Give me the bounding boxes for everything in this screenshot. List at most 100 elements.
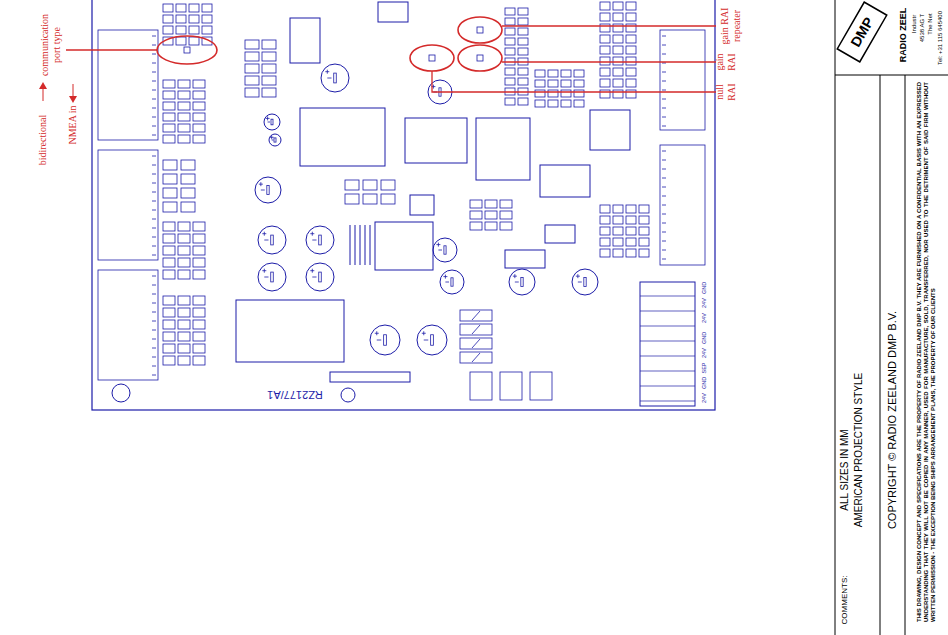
smd-component bbox=[613, 238, 623, 246]
smd-component bbox=[193, 234, 205, 243]
power-component bbox=[500, 372, 522, 400]
title-note: AMERICAN PROJECTION STYLE bbox=[853, 373, 865, 527]
terminal-label: GND bbox=[701, 282, 707, 294]
smd-component bbox=[485, 200, 497, 208]
smd-component bbox=[470, 222, 482, 230]
title-block-rule bbox=[835, 0, 836, 635]
board-logo bbox=[341, 388, 355, 402]
smd-component bbox=[178, 222, 190, 231]
electrolytic-capacitor bbox=[258, 263, 286, 291]
electrolytic-capacitor bbox=[306, 263, 334, 291]
smd-component bbox=[600, 46, 610, 54]
smd-component bbox=[178, 356, 190, 365]
smd-component bbox=[178, 270, 190, 279]
smd-component bbox=[163, 113, 175, 121]
smd-component bbox=[500, 211, 512, 219]
terminal-label: 24V bbox=[701, 298, 707, 308]
smd-component bbox=[518, 38, 528, 45]
smd-component bbox=[178, 320, 190, 329]
ic-package bbox=[545, 225, 575, 243]
smd-component bbox=[626, 238, 636, 246]
smd-component bbox=[518, 48, 528, 55]
connector-pin bbox=[662, 45, 666, 46]
edge-connector bbox=[98, 150, 158, 260]
smd-component bbox=[600, 13, 610, 21]
smd-component bbox=[178, 258, 190, 267]
smd-component bbox=[193, 80, 205, 88]
board-id: RZ2177/A1 bbox=[267, 389, 323, 402]
connector-pin bbox=[662, 81, 666, 82]
smd-component bbox=[262, 88, 276, 97]
diode-mark bbox=[472, 311, 480, 320]
smd-component bbox=[626, 227, 636, 235]
leader-line bbox=[502, 25, 716, 26]
electrolytic-capacitor bbox=[255, 177, 281, 203]
smd-component bbox=[163, 332, 175, 341]
smd-component bbox=[626, 57, 636, 65]
smd-component bbox=[163, 26, 173, 34]
smd-component bbox=[193, 102, 205, 110]
connector-pin bbox=[662, 54, 666, 55]
title-block-rule bbox=[880, 75, 881, 635]
connector-pin bbox=[662, 196, 666, 197]
connector-pin bbox=[662, 108, 666, 109]
electrolytic-capacitor bbox=[440, 270, 464, 294]
smd-component bbox=[626, 79, 636, 87]
smd-component bbox=[470, 200, 482, 208]
smd-component bbox=[262, 64, 276, 73]
smd-component bbox=[485, 222, 497, 230]
connector-pin bbox=[152, 108, 156, 109]
smd-component bbox=[626, 46, 636, 54]
marked-component bbox=[184, 47, 190, 53]
smd-component bbox=[193, 124, 205, 132]
smd-component bbox=[193, 246, 205, 255]
smd-component bbox=[178, 246, 190, 255]
connector-pin bbox=[152, 63, 156, 64]
company-phone: Tel: +31 115 645400 bbox=[937, 11, 944, 65]
connector-pin bbox=[662, 63, 666, 64]
connector-pin bbox=[152, 366, 156, 367]
smd-component bbox=[505, 78, 515, 85]
terminal-label: 24V bbox=[701, 393, 707, 403]
connector-pin bbox=[152, 99, 156, 100]
smd-component bbox=[626, 35, 636, 43]
smd-component bbox=[245, 88, 259, 97]
smd-component bbox=[193, 222, 205, 231]
smd-component bbox=[613, 13, 623, 21]
ic-package bbox=[590, 110, 630, 150]
electrolytic-capacitor bbox=[509, 269, 535, 295]
connector-pin bbox=[152, 237, 156, 238]
smd-component bbox=[574, 80, 584, 87]
smd-component bbox=[613, 35, 623, 43]
capacitors bbox=[255, 64, 598, 355]
terminal-label: GND bbox=[701, 377, 707, 389]
smd-component bbox=[574, 100, 584, 107]
connector-pin bbox=[152, 228, 156, 229]
callout-label: gain RAI bbox=[714, 49, 737, 75]
smd-component bbox=[178, 91, 190, 99]
smd-component bbox=[500, 200, 512, 208]
terminal-divider bbox=[640, 311, 695, 312]
smd-component bbox=[613, 216, 623, 224]
smd-component bbox=[485, 211, 497, 219]
callouts bbox=[39, 17, 716, 103]
smd-component bbox=[163, 308, 175, 317]
confidentiality-note: THIS DRAWING, DESIGN CONCEPT AND SPECIFI… bbox=[916, 82, 937, 622]
smd-component bbox=[181, 174, 195, 184]
ic-package bbox=[290, 18, 320, 63]
smd-component bbox=[535, 80, 545, 87]
smd-component bbox=[561, 80, 571, 87]
smd-component bbox=[381, 194, 395, 204]
connector-pin bbox=[152, 81, 156, 82]
company-address: 4538 AG T bbox=[919, 14, 926, 43]
smd-component bbox=[193, 113, 205, 121]
smd-component bbox=[245, 52, 259, 61]
smd-component bbox=[176, 37, 186, 45]
smd-component bbox=[561, 90, 571, 97]
smd-component bbox=[600, 57, 610, 65]
smd-component bbox=[548, 100, 558, 107]
connector-pin bbox=[152, 348, 156, 349]
heat-sink-fin bbox=[360, 225, 361, 265]
connector-pin bbox=[662, 241, 666, 242]
